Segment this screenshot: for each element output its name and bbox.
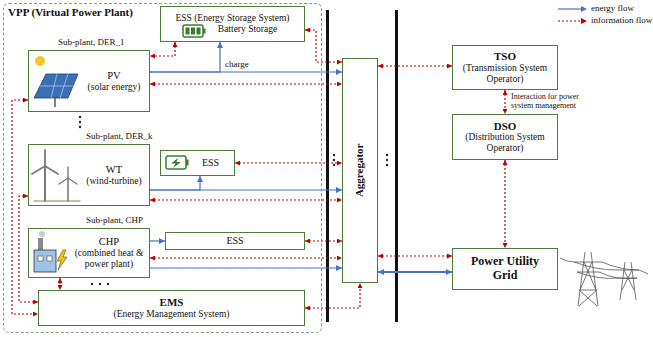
node-title: ESS (Energy Storage System) — [175, 13, 289, 24]
legend-text: information flow — [591, 15, 652, 25]
information-flow-arrow — [378, 65, 452, 66]
information-flow-arrow — [305, 283, 360, 308]
information-flow-arrow — [150, 83, 342, 84]
information-flow-arrow — [504, 160, 505, 248]
ess-box: ESS — [165, 232, 305, 250]
legend-sample — [558, 6, 587, 24]
energy-flow-arrow — [150, 267, 342, 268]
pv-box: PV(solar energy) — [28, 50, 150, 112]
node-title: ESS — [226, 235, 243, 247]
node-title: Power Utility Grid — [465, 255, 545, 283]
energy-flow-arrow — [150, 42, 220, 72]
information-flow-arrow — [12, 100, 38, 314]
node-title: WT — [106, 164, 122, 176]
wind-turbine-icon — [32, 150, 80, 201]
energy-flow-arrow — [150, 240, 165, 241]
information-flow-arrow — [150, 257, 342, 258]
information-flow-arrow — [59, 278, 60, 290]
node-subtitle: (Transmission System Operator) — [455, 63, 555, 85]
node-title: TSO — [494, 50, 516, 63]
energy-flow-arrow — [150, 189, 342, 190]
dso-box: DSO(Distribution System Operator) — [452, 114, 558, 160]
chp-box: CHP(combined heat & power plant) — [28, 228, 150, 278]
grid-box: Power Utility Grid — [452, 248, 558, 290]
ems-box: EMS(Energy Management System) — [38, 290, 305, 326]
vpp-region: VPP (Virtual Power Plant)ESS (Energy Sto… — [3, 3, 322, 333]
annotation-label: Sub-plant, CHP — [86, 215, 143, 225]
legend-text: energy flow — [591, 3, 634, 13]
node-title: DSO — [494, 120, 517, 133]
annotation-label: Sub-plant, DER_1 — [58, 37, 125, 47]
edge-label: charge — [224, 59, 250, 69]
node-title: Aggregator — [354, 144, 367, 198]
information-flow-arrow — [305, 240, 342, 241]
power-pylon-icon — [560, 252, 648, 306]
wt-box: WT(wind-turbine) — [28, 144, 150, 206]
ess-box: ESS — [160, 150, 235, 176]
chp-plant-icon — [34, 231, 67, 272]
node-title: EMS — [160, 296, 184, 309]
node-subtitle: (Distribution System Operator) — [455, 132, 555, 154]
annotation-label: Interaction for power system management — [511, 92, 595, 110]
node-title: ESS — [202, 157, 219, 169]
energy-flow-arrow — [150, 176, 200, 190]
node-subtitle: (solar energy) — [88, 82, 141, 93]
node-subtitle: (Energy Management System) — [114, 309, 230, 320]
information-flow-arrow — [305, 30, 342, 62]
solar-panel-icon — [34, 56, 78, 107]
energy-flow-arrow — [378, 271, 452, 273]
information-flow-arrow — [150, 199, 342, 200]
node-subtitle: Battery Storage — [218, 24, 277, 35]
node-title: CHP — [99, 236, 119, 248]
information-flow-arrow — [150, 42, 175, 56]
node-subtitle: (combined heat & power plant) — [71, 248, 147, 270]
bus-bar — [326, 10, 329, 322]
ess-box: ESS (Energy Storage System)Battery Stora… — [160, 6, 305, 42]
bus-bar — [395, 10, 398, 322]
tso-box: TSO(Transmission System Operator) — [452, 45, 558, 90]
node-title: PV — [107, 70, 120, 82]
information-flow-arrow — [378, 255, 452, 256]
information-flow-arrow — [235, 162, 342, 163]
information-flow-arrow — [504, 90, 505, 114]
node-subtitle: (wind-turbine) — [86, 176, 141, 187]
battery-icon — [183, 25, 206, 37]
aggregator-box: Aggregator — [342, 58, 378, 283]
annotation-label: Sub-plant, DER_k — [86, 131, 153, 141]
energy-flow-arrow — [150, 71, 342, 72]
battery-charging-icon — [166, 156, 189, 169]
